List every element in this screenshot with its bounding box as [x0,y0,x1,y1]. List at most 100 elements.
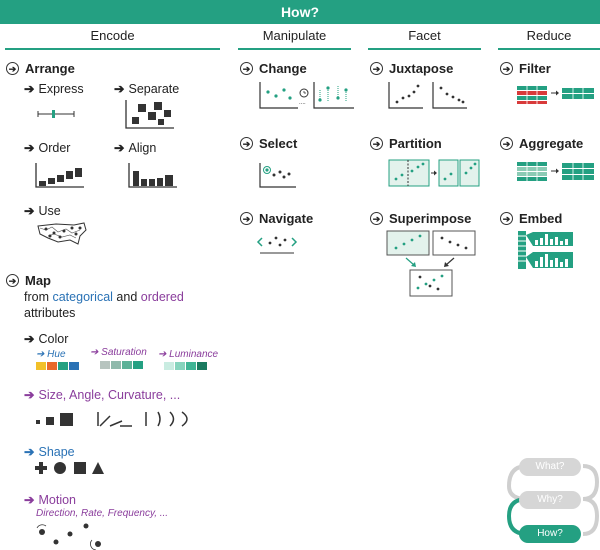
arrow-circle-icon: ➔ [240,62,253,75]
motion-item: ➔Motion [24,492,76,507]
how-title-bar: How? [0,0,600,24]
embed-label: Embed [519,211,563,226]
luminance-swatch [186,362,196,370]
saturation-swatch [122,361,132,369]
saturation-swatches [100,361,143,369]
superimpose-heading: ➔Superimpose [370,211,471,226]
categorical-label: categorical [52,290,113,304]
ordered-label: ordered [140,290,184,304]
select-label: Select [259,136,298,151]
arrow-circle-icon: ➔ [500,62,513,75]
what-pill: What? [519,458,581,476]
saturation-swatch [133,361,143,369]
column-header-manipulate: Manipulate [262,28,327,43]
color-item: ➔Color [24,331,68,346]
arrow-circle-icon: ➔ [370,62,383,75]
arrow-circle-icon: ➔ [500,212,513,225]
column-divider-encode [5,48,220,50]
arrow-icon: ➔ [24,388,35,402]
and-label: and [116,290,138,304]
superimpose-label: Superimpose [389,211,472,226]
aggregate-heading: ➔ Aggregate [500,136,583,151]
saturation-label: ➔ Saturation [90,347,147,358]
why-pill: Why? [519,491,581,509]
partition-icon [388,159,480,187]
column-header-reduce: Reduce [526,28,572,43]
express-icon [37,110,75,118]
filter-heading: ➔ Filter [500,61,551,76]
separate-item: ➔Separate [114,81,179,96]
aggregate-label: Aggregate [519,136,584,151]
juxtapose-icon [388,82,467,109]
order-icon [35,163,84,188]
arrow-icon: ➔ [24,141,35,155]
use-label: Use [38,204,61,218]
column-header-facet: Facet [408,28,441,43]
hue-text: Hue [47,349,66,360]
saturation-swatch [100,361,110,369]
navigate-heading: ➔Navigate [240,211,313,226]
luminance-swatch [164,362,174,370]
shape-item: ➔Shape [24,444,75,459]
from-label: from [24,290,49,304]
attributes-label: attributes [24,306,76,320]
filter-icon [517,86,594,104]
separate-label: Separate [128,82,180,96]
arrow-icon: ➔ [24,493,35,507]
hue-swatch [58,362,68,370]
arrow-circle-icon: ➔ [6,62,19,75]
column-divider-manipulate [238,48,351,50]
column-divider-reduce [498,48,600,50]
align-icon [128,163,177,188]
arrow-icon: ➔ [24,332,35,346]
shape-icons [35,462,104,474]
filter-label: Filter [519,61,551,76]
hue-swatch [69,362,79,370]
how-pill: How? [519,525,581,543]
arrow-circle-icon: ➔ [370,137,383,150]
express-item: ➔Express [24,81,84,96]
us-map-icon [37,222,87,245]
arrow-icon: ➔ [24,445,35,459]
superimpose-icon [386,230,476,297]
separate-icon [125,100,174,129]
change-heading: ➔ Change [240,61,307,76]
shape-label: Shape [38,445,75,459]
svg-text:....: .... [299,100,306,106]
what-why-how-connector [506,464,600,536]
size-angle-label: Size, Angle, Curvature, ... [38,388,181,402]
map-label: Map [25,273,51,288]
arrange-heading: ➔Arrange [6,61,75,76]
hue-swatch [47,362,57,370]
select-heading: ➔Select [240,136,297,151]
map-heading: ➔ Map [6,273,51,288]
luminance-label: ➔ Luminance [158,349,219,360]
select-icon [259,163,296,188]
motion-dots-icon [36,523,101,550]
order-item: ➔Order [24,140,70,155]
arrow-icon: ➔ [114,141,125,155]
arrow-icon: ➔ [24,82,35,96]
arrow-icon: ➔ [24,204,35,218]
motion-sub-label: Direction, Rate, Frequency, ... [36,508,169,519]
juxtapose-heading: ➔Juxtapose [370,61,453,76]
change-label: Change [259,61,307,76]
order-label: Order [38,141,71,155]
motion-label: Motion [38,493,77,507]
luminance-swatches [164,362,207,370]
hue-swatches [36,362,79,370]
arrow-circle-icon: ➔ [6,274,19,287]
arrow-circle-icon: ➔ [240,212,253,225]
navigate-icon [256,236,298,254]
hue-label: ➔ Hue [36,349,66,360]
embed-icon [518,231,573,269]
partition-label: Partition [389,136,442,151]
align-item: ➔Align [114,140,156,155]
color-label: Color [38,332,69,346]
express-label: Express [38,82,84,96]
change-icon: .... [259,82,354,109]
column-divider-facet [368,48,481,50]
embed-heading: ➔ Embed [500,211,562,226]
saturation-text: Saturation [101,347,147,358]
arrow-circle-icon: ➔ [500,137,513,150]
